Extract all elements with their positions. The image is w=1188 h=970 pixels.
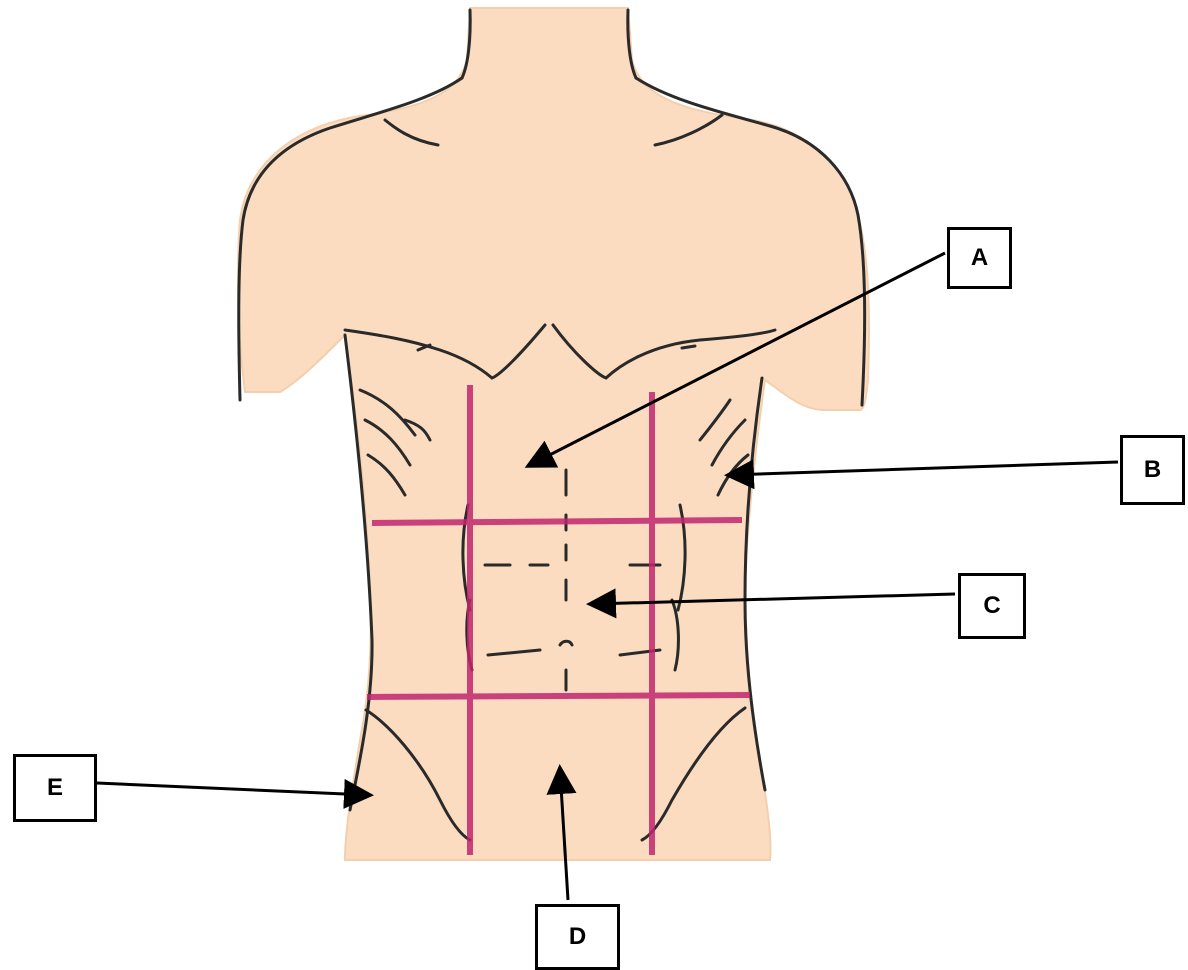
torso-silhouette — [238, 8, 869, 860]
arrow-e — [97, 783, 368, 795]
label-c: C — [958, 573, 1026, 639]
label-b: B — [1120, 435, 1185, 505]
label-e: E — [13, 754, 97, 822]
label-d: D — [535, 904, 620, 970]
label-a: A — [947, 227, 1012, 289]
arrow-b — [730, 462, 1118, 475]
